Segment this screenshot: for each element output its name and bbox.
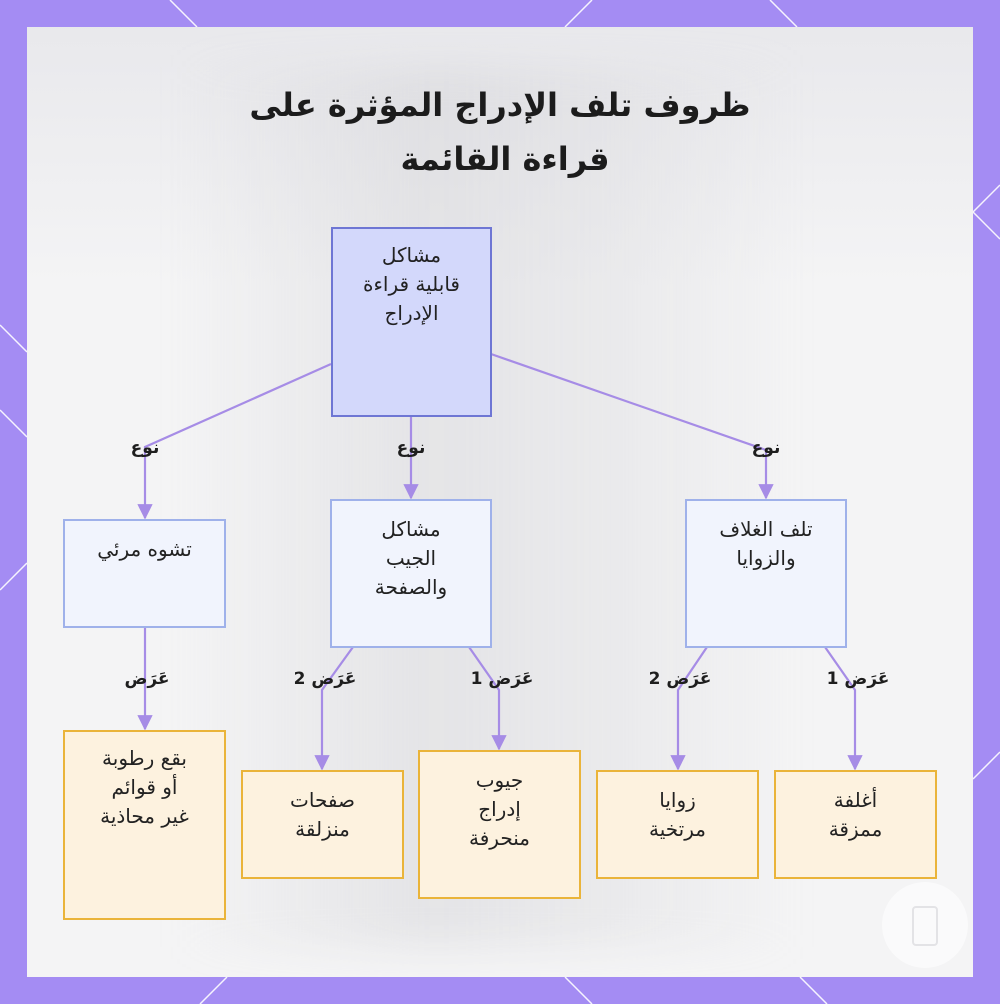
edge-label-type-pockets: نوع <box>396 438 426 458</box>
edge-pockets-slipping <box>314 646 354 771</box>
edge-pockets-crooked <box>468 646 507 751</box>
node-loose-corners-label: زوايا مرتخية <box>649 788 706 841</box>
node-readability-issues-label: مشاكل قابلية قراءة الإدراج <box>363 243 460 325</box>
edge-label-symptom1-pockets: عَرَض 1 <box>470 669 534 689</box>
node-crooked-pockets: جيوب إدراج منحرفة <box>418 750 581 899</box>
node-visual-distortion: تشوه مرئي <box>63 519 226 628</box>
phone-icon <box>912 906 938 946</box>
node-cover-damage: تلف الغلاف والزوايا <box>685 499 847 648</box>
node-readability-issues: مشاكل قابلية قراءة الإدراج <box>331 227 492 417</box>
edge-label-type-cover: نوع <box>751 438 781 458</box>
node-pocket-page-issues-label: مشاكل الجيب والصفحة <box>374 517 448 599</box>
edge-root-cover <box>490 352 774 500</box>
node-loose-corners: زوايا مرتخية <box>596 770 759 879</box>
node-torn-covers-label: أغلفة ممزقة <box>828 788 883 841</box>
title-line-2: قراءة القائمة <box>400 140 610 178</box>
node-stains-misaligned-label: بقع رطوبة أو قوائم غير محاذية <box>100 746 189 828</box>
node-crooked-pockets-label: جيوب إدراج منحرفة <box>469 768 530 850</box>
title-line-1: ظروف تلف الإدراج المؤثرة على <box>249 86 751 124</box>
edge-label-symptom2-pockets: عَرَض 2 <box>293 669 357 689</box>
node-cover-damage-label: تلف الغلاف والزوايا <box>719 517 813 570</box>
node-stains-misaligned: بقع رطوبة أو قوائم غير محاذية <box>63 730 226 920</box>
diagram-title: ظروف تلف الإدراج المؤثرة على قراءة القائ… <box>0 78 1000 186</box>
edge-label-symptom1-cover: عَرَض 1 <box>826 669 890 689</box>
edge-cover-torn <box>824 646 863 771</box>
watermark-badge <box>882 882 968 968</box>
edge-label-symptom-visual: عَرَض <box>124 669 170 689</box>
edge-label-type-visual: نوع <box>130 438 160 458</box>
node-pocket-page-issues: مشاكل الجيب والصفحة <box>330 499 492 648</box>
node-slipping-pages: صفحات منزلقة <box>241 770 404 879</box>
edge-label-symptom2-cover: عَرَض 2 <box>648 669 712 689</box>
node-visual-distortion-label: تشوه مرئي <box>97 537 192 561</box>
edge-root-visual <box>137 362 332 520</box>
edge-cover-corners <box>670 646 708 771</box>
node-torn-covers: أغلفة ممزقة <box>774 770 937 879</box>
background-blur-top <box>27 27 973 287</box>
node-slipping-pages-label: صفحات منزلقة <box>290 788 355 841</box>
